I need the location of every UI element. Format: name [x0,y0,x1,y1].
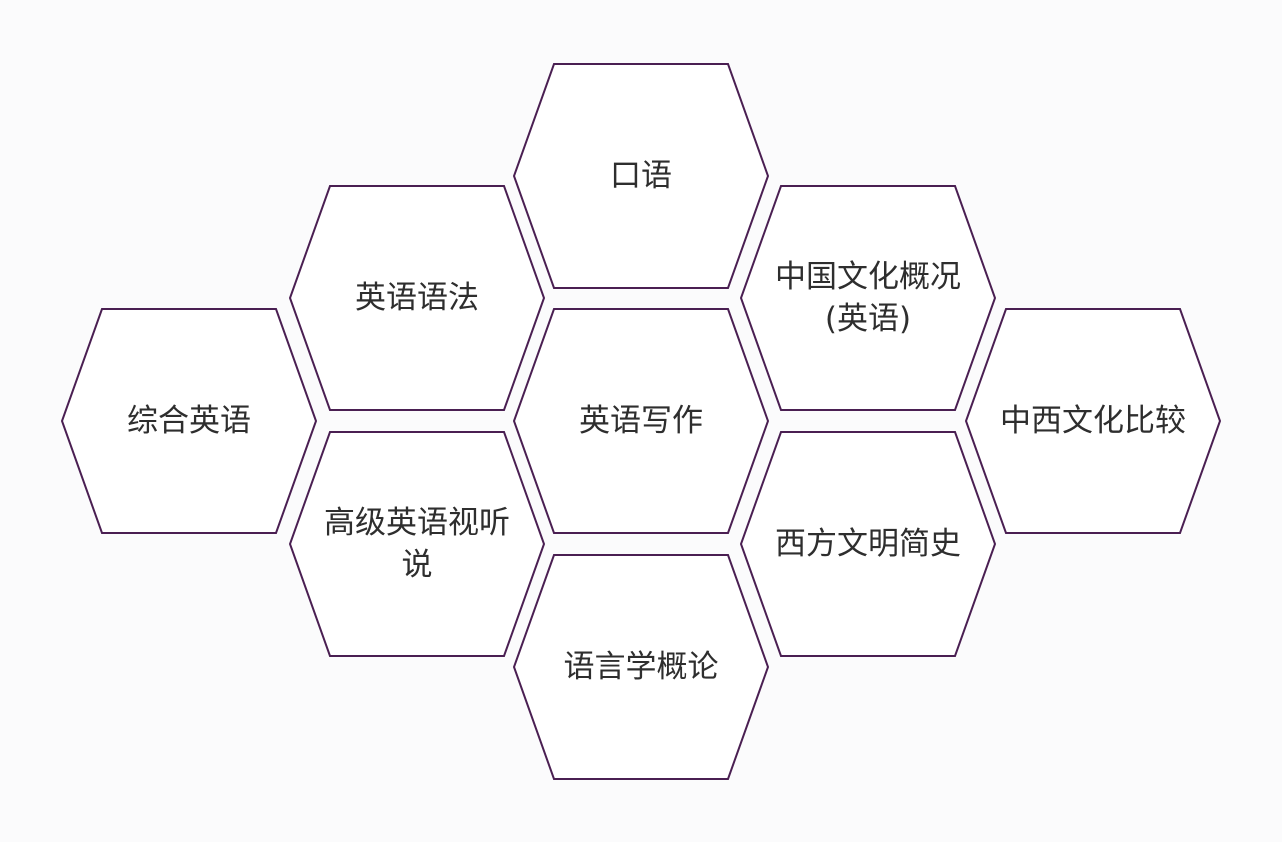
hexagon-shape [964,308,1222,534]
hex-node-english-grammar: 英语语法 [288,185,546,411]
hex-label: 英语语法 [355,280,479,316]
hex-label: 综合英语 [127,403,251,439]
hexagon-shape [739,185,997,411]
hex-label: 语言学概论 [564,649,719,685]
hexagon-shape [512,63,770,289]
hex-node-chinese-culture-overview: 中国文化概况 (英语) [739,185,997,411]
hex-label: 英语写作 [579,403,703,439]
hexagon-shape [512,554,770,780]
hexagon-shape [60,308,318,534]
hexagon-shape [288,185,546,411]
hex-node-comprehensive-english: 综合英语 [60,308,318,534]
hexagon-shape [288,431,546,657]
hex-label: 说 [402,547,433,583]
hexagon-shape [739,431,997,657]
hex-node-brief-history-western-civilization: 西方文明简史 [739,431,997,657]
hex-node-spoken-english: 口语 [512,63,770,289]
hex-label: 口语 [610,158,672,194]
hex-label: 中西文化比较 [1000,403,1186,439]
hex-label: 中国文化概况 [775,259,961,295]
hex-label: 西方文明简史 [775,526,961,562]
hex-label: 高级英语视听 [324,505,510,541]
hex-node-introduction-to-linguistics: 语言学概论 [512,554,770,780]
hexagon-shape [512,308,770,534]
hex-label: (英语) [825,301,911,337]
hex-node-english-writing: 英语写作 [512,308,770,534]
hex-node-chinese-western-culture-comparison: 中西文化比较 [964,308,1222,534]
